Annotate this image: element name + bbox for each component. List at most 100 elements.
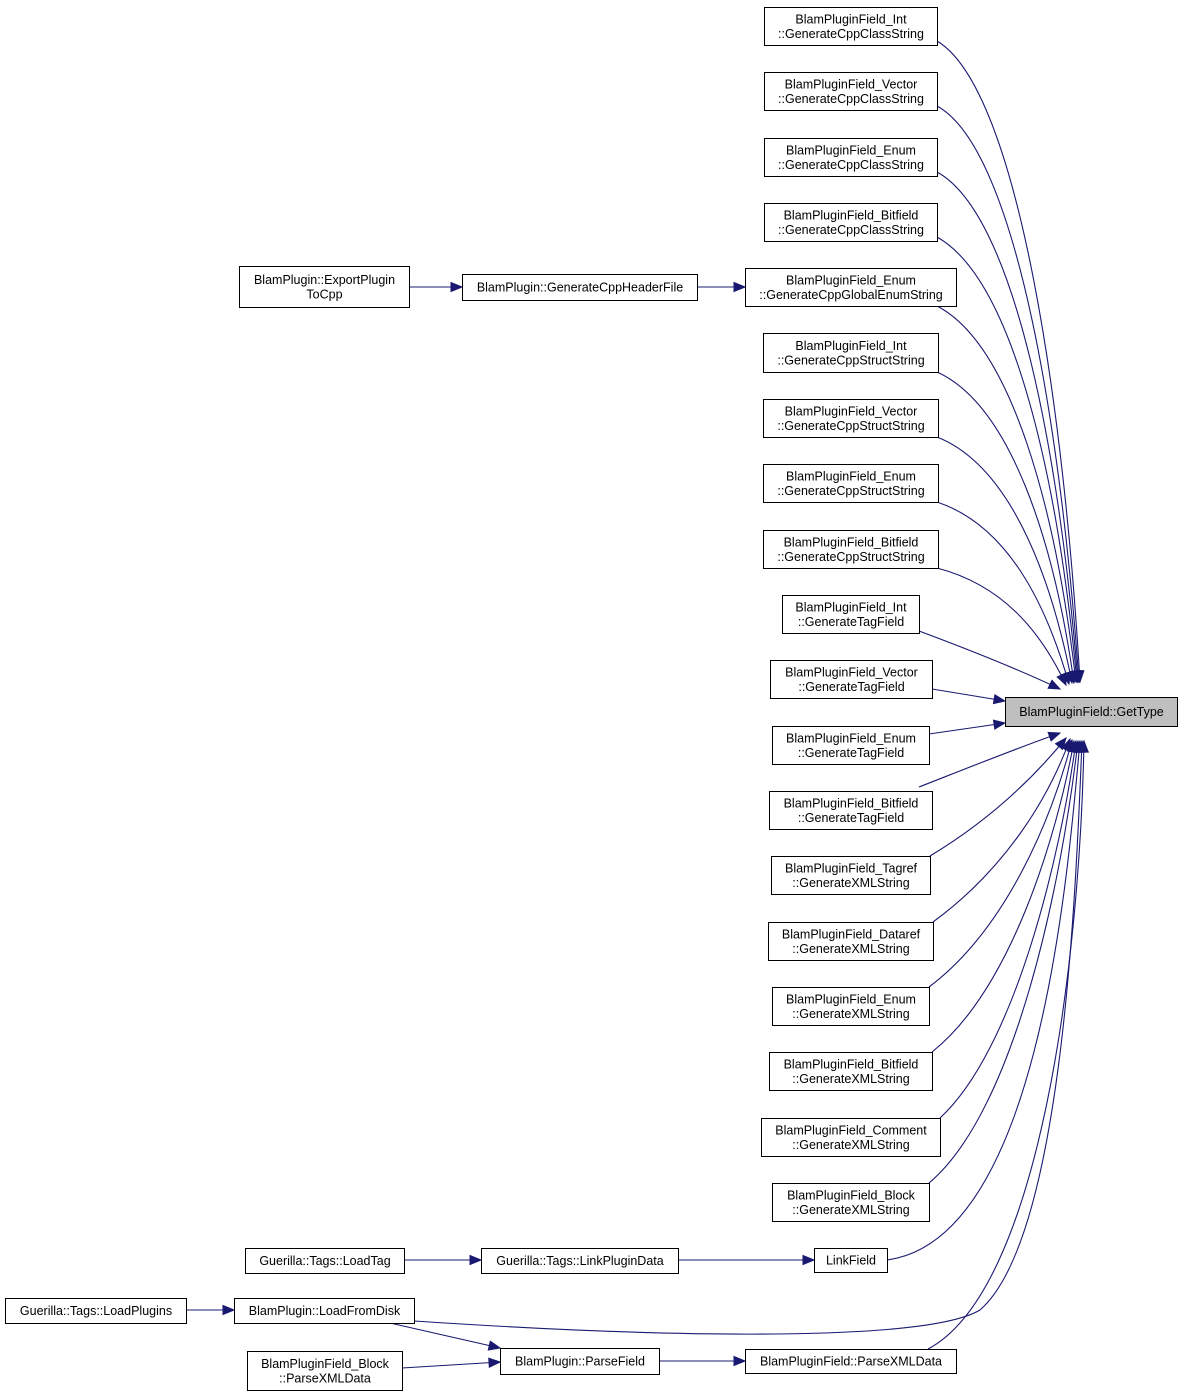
node-label: BlamPluginField_Enum [786, 273, 916, 287]
node-label: Guerilla::Tags::LoadPlugins [20, 1304, 172, 1318]
edge-line [932, 738, 1071, 923]
node-box [745, 1349, 957, 1374]
edge-parsefield-to-parsexml [659, 1355, 747, 1367]
node-bit_tag[interactable]: BlamPluginField_Bitfield::GenerateTagFie… [769, 791, 933, 830]
edge-line [936, 567, 1067, 686]
node-label: BlamPluginField_Vector [785, 665, 918, 679]
arrowhead [992, 719, 1007, 730]
node-int_class[interactable]: BlamPluginField_Int::GenerateCppClassStr… [764, 7, 938, 46]
node-linkfield[interactable]: LinkField [814, 1248, 888, 1273]
node-label: ::GenerateTagField [798, 680, 904, 694]
edge-line [936, 305, 1077, 683]
node-int_struct[interactable]: BlamPluginField_Int::GenerateCppStructSt… [763, 333, 939, 373]
node-label: BlamPluginField_Enum [786, 143, 916, 157]
node-gettype[interactable]: BlamPluginField::GetType [1005, 697, 1178, 727]
node-box [745, 268, 957, 307]
node-bit_class[interactable]: BlamPluginField_Bitfield::GenerateCppCla… [764, 203, 938, 242]
node-enum_global[interactable]: BlamPluginField_Enum::GenerateCppGlobalE… [745, 268, 957, 307]
arrowhead [802, 1254, 816, 1266]
node-loadplugins[interactable]: Guerilla::Tags::LoadPlugins [5, 1298, 187, 1324]
node-bit_struct[interactable]: BlamPluginField_Bitfield::GenerateCppStr… [763, 530, 939, 569]
node-linkplugindata[interactable]: Guerilla::Tags::LinkPluginData [481, 1248, 679, 1274]
node-label: ::ParseXMLData [279, 1371, 371, 1385]
node-parsexml[interactable]: BlamPluginField::ParseXMLData [745, 1349, 957, 1374]
arrowhead [487, 1340, 502, 1351]
edge-line [929, 737, 1067, 857]
node-bit_xml[interactable]: BlamPluginField_Bitfield::GenerateXMLStr… [769, 1052, 933, 1091]
node-label: ::GenerateCppClassString [778, 158, 924, 172]
arrowhead [222, 1304, 236, 1316]
edge-enum_xml-to-gettype [928, 738, 1075, 988]
node-box [772, 726, 930, 765]
edge-line [936, 236, 1078, 683]
edge-bit_tag-to-gettype [918, 731, 1062, 788]
node-label: ::GenerateCppClassString [778, 92, 924, 106]
edge-line [936, 371, 1075, 684]
node-label: BlamPluginField_Vector [785, 77, 918, 91]
node-box [763, 399, 939, 438]
node-loadtag[interactable]: Guerilla::Tags::LoadTag [245, 1248, 405, 1274]
node-tagref_xml[interactable]: BlamPluginField_Tagref::GenerateXMLStrin… [771, 856, 931, 895]
node-comment_xml[interactable]: BlamPluginField_Comment::GenerateXMLStri… [761, 1118, 941, 1157]
arrowhead [1047, 679, 1062, 690]
node-label: BlamPluginField_Bitfield [784, 1057, 919, 1071]
node-headerfile[interactable]: BlamPlugin::GenerateCppHeaderFile [462, 274, 698, 301]
edge-line [928, 722, 1006, 735]
edge-loadfromdisk-to-parsefield [389, 1322, 502, 1351]
node-label: ::GenerateTagField [798, 746, 904, 760]
node-box [239, 266, 410, 308]
node-label: BlamPluginField::ParseXMLData [760, 1355, 942, 1369]
node-vec_tag[interactable]: BlamPluginField_Vector::GenerateTagField [770, 660, 933, 699]
node-box [772, 987, 930, 1026]
node-loadfromdisk[interactable]: BlamPlugin::LoadFromDisk [234, 1298, 415, 1324]
node-label: BlamPluginField_Dataref [782, 927, 921, 941]
arrowhead [733, 1355, 747, 1367]
node-box [763, 333, 939, 373]
node-box [769, 791, 933, 830]
node-enum_tag[interactable]: BlamPluginField_Enum::GenerateTagField [772, 726, 930, 765]
node-label: BlamPluginField_Enum [786, 731, 916, 745]
edge-block_xml-to-gettype [928, 739, 1082, 1184]
node-enum_xml[interactable]: BlamPluginField_Enum::GenerateXMLString [772, 987, 930, 1026]
node-int_tag[interactable]: BlamPluginField_Int::GenerateTagField [782, 595, 920, 634]
arrowhead [469, 1254, 483, 1266]
node-box [814, 1248, 888, 1273]
node-label: BlamPlugin::LoadFromDisk [249, 1304, 401, 1318]
edge-enum_tag-to-gettype [928, 719, 1007, 735]
node-parsefield[interactable]: BlamPlugin::ParseField [500, 1348, 660, 1375]
node-enum_class[interactable]: BlamPluginField_Enum::GenerateCppClassSt… [764, 138, 938, 177]
node-label: ::GenerateCppClassString [778, 27, 924, 41]
node-box [764, 138, 938, 177]
node-label: Guerilla::Tags::LoadTag [259, 1254, 390, 1268]
node-box [245, 1248, 405, 1274]
edge-bit_struct-to-gettype [936, 567, 1067, 687]
node-box [1005, 697, 1178, 727]
node-dataref_xml[interactable]: BlamPluginField_Dataref::GenerateXMLStri… [768, 922, 934, 961]
edge-line [927, 740, 1085, 1350]
node-box [462, 274, 698, 301]
edge-line [918, 630, 1061, 690]
node-enum_struct[interactable]: BlamPluginField_Enum::GenerateCppStructS… [763, 464, 939, 503]
edge-parsexml-to-gettype [927, 739, 1090, 1350]
node-label: ::GenerateXMLString [792, 876, 909, 890]
node-label: Guerilla::Tags::LinkPluginData [496, 1254, 663, 1268]
node-box [772, 1183, 930, 1222]
node-block_xml[interactable]: BlamPluginField_Block::GenerateXMLString [772, 1183, 930, 1222]
node-label: BlamPluginField_Bitfield [784, 535, 919, 549]
edge-line [936, 501, 1070, 685]
edge-line [886, 740, 1081, 1261]
node-label: BlamPluginField_Bitfield [784, 796, 919, 810]
edge-headerfile-to-enum_global [697, 281, 747, 293]
node-box [763, 464, 939, 503]
node-block_parse[interactable]: BlamPluginField_Block::ParseXMLData [247, 1351, 403, 1391]
arrowhead [1078, 739, 1090, 753]
node-box [247, 1351, 403, 1391]
node-vec_class[interactable]: BlamPluginField_Vector::GenerateCppClass… [764, 72, 938, 111]
edge-line [918, 732, 1061, 788]
node-box [481, 1248, 679, 1274]
edge-line [936, 171, 1079, 683]
node-vec_struct[interactable]: BlamPluginField_Vector::GenerateCppStruc… [763, 399, 939, 438]
node-label: BlamPluginField_Vector [785, 404, 918, 418]
node-label: BlamPluginField_Int [795, 12, 907, 26]
